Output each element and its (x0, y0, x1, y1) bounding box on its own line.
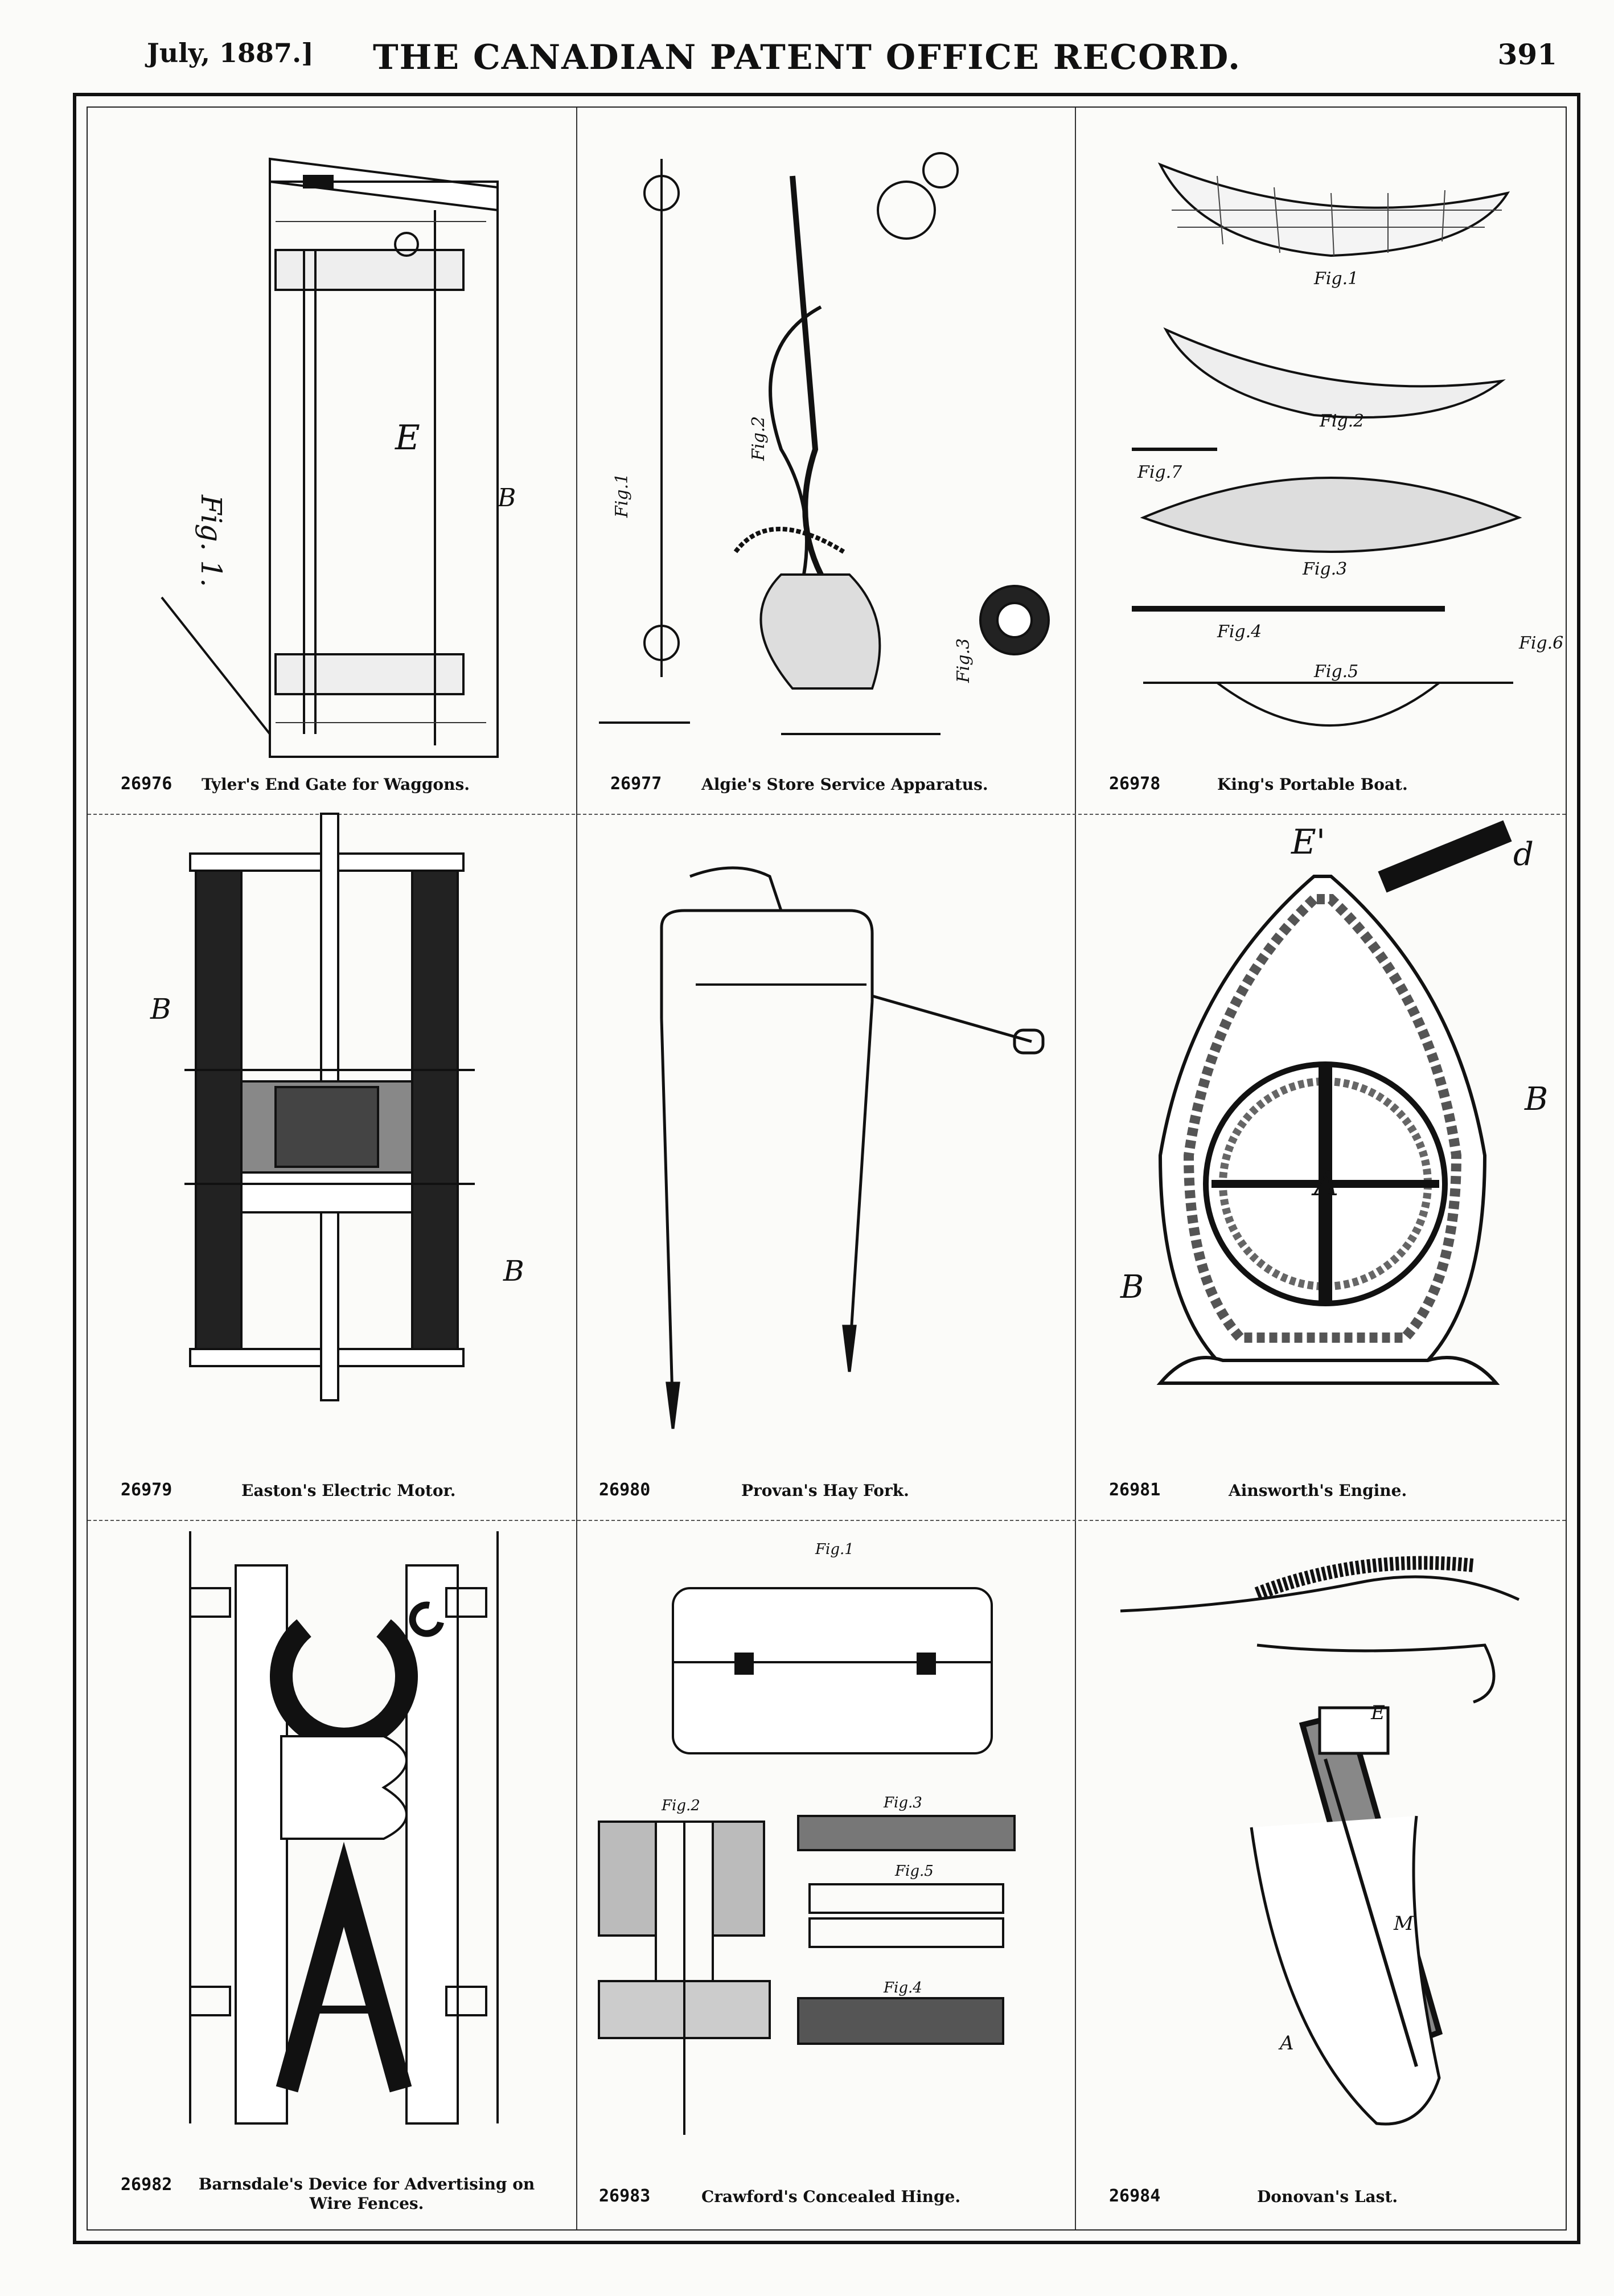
fig-label: Fig.3 (883, 1794, 922, 1811)
part-label: A (1311, 1164, 1338, 1204)
patent-number: 26983 (599, 2186, 651, 2206)
part-label: M (1393, 1912, 1414, 1935)
part-label: d (1513, 836, 1534, 873)
part-label: B (503, 1254, 524, 1288)
part-label: B (1524, 1081, 1548, 1118)
end-gate-illustration: Fig. 1. E B (161, 157, 516, 758)
part-label: E' (1291, 822, 1325, 862)
hay-fork-illustration (660, 866, 1045, 1429)
patent-cell-26981: E' A d B B 26981 Ainsworth's Engine. (1075, 814, 1574, 1520)
fig-label: Fig.1 (612, 473, 632, 518)
fig-label: Fig.5 (894, 1863, 934, 1880)
patent-number: 26980 (599, 1480, 651, 1500)
fig-label: Fig.2 (661, 1797, 700, 1814)
electric-motor-illustration: B B (150, 813, 524, 1401)
patent-caption: Ainsworth's Engine. (1229, 1481, 1407, 1500)
part-label: E (1370, 1702, 1385, 1724)
patent-caption: King's Portable Boat. (1217, 775, 1408, 794)
patent-cell-26978: Fig.1 Fig.2 Fig.3 Fig.4 Fig.5 Fig.6 Fig.… (1075, 108, 1574, 814)
patent-caption: Algie's Store Service Apparatus. (701, 775, 988, 794)
column-divider (1075, 108, 1076, 2229)
patent-cell-26980: 26980 Provan's Hay Fork. (576, 814, 1075, 1520)
patent-caption: Easton's Electric Motor. (241, 1481, 456, 1500)
engine-illustration: E' A d B B (1120, 820, 1548, 1385)
patent-number: 26976 (121, 774, 173, 794)
column-divider (576, 108, 577, 2229)
store-service-illustration: Fig.1 Fig.2 Fig.3 (599, 152, 1050, 735)
patent-cell-26982: 26982 Barnsdale's Device for Advertising… (88, 1520, 576, 2226)
fig-label: Fig.6 (1518, 633, 1563, 653)
patent-number: 26979 (121, 1480, 173, 1500)
fig-label: Fig.1 (1313, 269, 1358, 289)
patent-cell-26979: B B 26979 Easton's Electric Motor. (88, 813, 576, 1520)
patent-caption: Provan's Hay Fork. (741, 1481, 909, 1500)
patent-caption: Crawford's Concealed Hinge. (701, 2187, 961, 2206)
part-label: B (497, 483, 516, 512)
header-date: July, 1887.] (147, 38, 314, 68)
fig-label: Fig.7 (1137, 462, 1182, 482)
fig-label: Fig.2 (749, 416, 769, 461)
fence-advertising-illustration (189, 1531, 499, 2125)
concealed-hinge-illustration: Fig.1 Fig.2 Fig.3 Fig.4 Fig.5 (598, 1541, 1016, 2135)
fig-label: Fig. 1. (195, 494, 228, 587)
patent-number: 26982 (121, 2175, 173, 2195)
fig-label: Fig.3 (954, 638, 974, 683)
fig-label: Fig.5 (1313, 662, 1358, 682)
page-number: 391 (1497, 38, 1557, 71)
row-divider (88, 1520, 1566, 1521)
fig-label: Fig.3 (1302, 559, 1347, 579)
part-label: A (1278, 2032, 1294, 2055)
patent-caption: Barnsdale's Device for Advertising on Wi… (198, 2175, 535, 2213)
part-label: B (1120, 1269, 1144, 1306)
portable-boat-illustration: Fig.1 Fig.2 Fig.3 Fig.4 Fig.5 Fig.6 Fig.… (1132, 162, 1563, 727)
patent-cell-26976: Fig. 1. E B 26976 Tyler's End Gate for W… (88, 108, 576, 814)
patent-cell-26977: Fig.1 Fig.2 Fig.3 26977 Algie's Store Se… (576, 108, 1075, 814)
fig-label: Fig.4 (1217, 622, 1262, 642)
patent-caption: Tyler's End Gate for Waggons. (202, 775, 470, 794)
fig-label: Fig.2 (1319, 411, 1364, 431)
plate-frame: Fig. 1. E B 26976 Tyler's End Gate for W… (73, 93, 1580, 2244)
patent-number: 26978 (1109, 774, 1161, 794)
page-title: THE CANADIAN PATENT OFFICE RECORD. (373, 38, 1241, 77)
patent-caption: Donovan's Last. (1257, 2187, 1398, 2206)
patent-number: 26977 (610, 774, 662, 794)
patent-number: 26981 (1109, 1480, 1161, 1500)
patent-number: 26984 (1109, 2186, 1161, 2206)
part-label: B (150, 993, 171, 1026)
patent-cell-26983: Fig.1 Fig.2 Fig.3 Fig.4 Fig.5 26983 Craw… (576, 1520, 1075, 2226)
row-divider (88, 814, 1566, 815)
part-label: E (395, 418, 420, 458)
fig-label: Fig.4 (883, 1979, 922, 1996)
last-illustration: E M A (1120, 1556, 1520, 2126)
plate-grid: Fig. 1. E B 26976 Tyler's End Gate for W… (87, 106, 1567, 2231)
patent-cell-26984: E M A 26984 Donovan's Last. (1075, 1520, 1574, 2226)
fig-label: Fig.1 (815, 1541, 854, 1558)
